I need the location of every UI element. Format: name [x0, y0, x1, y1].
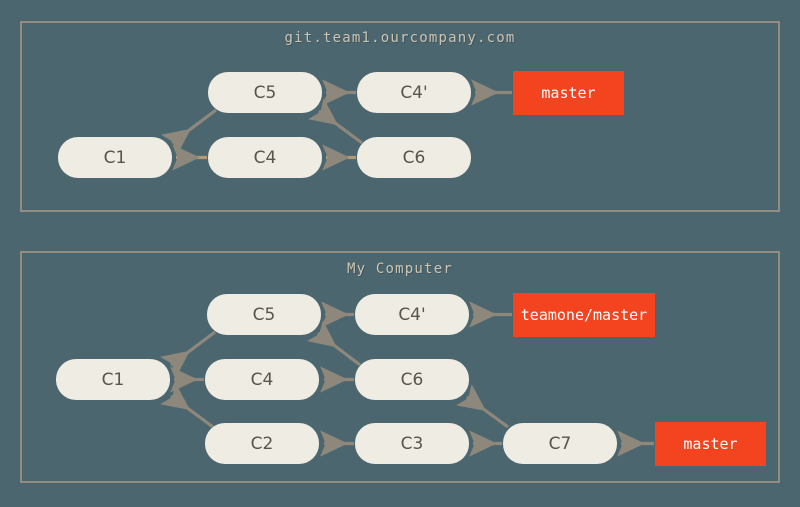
- local-panel: [20, 251, 780, 483]
- branch-label-master[interactable]: master: [513, 71, 624, 115]
- commit-node-c4[interactable]: C4: [208, 137, 322, 178]
- commit-node-c6[interactable]: C6: [355, 359, 469, 400]
- local-panel-title: My Computer: [347, 261, 453, 277]
- commit-node-c5[interactable]: C5: [207, 294, 321, 335]
- commit-node-c2[interactable]: C2: [205, 423, 319, 464]
- commit-node-c5[interactable]: C5: [208, 72, 322, 113]
- branch-label-teamone-master[interactable]: teamone/master: [513, 293, 655, 337]
- commit-node-c4-prime[interactable]: C4': [357, 72, 471, 113]
- commit-node-c1[interactable]: C1: [58, 137, 172, 178]
- remote-panel-title: git.team1.ourcompany.com: [284, 30, 516, 46]
- commit-node-c1[interactable]: C1: [56, 359, 170, 400]
- commit-node-c3[interactable]: C3: [355, 423, 469, 464]
- commit-node-c4[interactable]: C4: [205, 359, 319, 400]
- commit-node-c4-prime[interactable]: C4': [355, 294, 469, 335]
- remote-panel: [20, 21, 780, 212]
- branch-label-master[interactable]: master: [655, 422, 766, 466]
- commit-node-c6[interactable]: C6: [357, 137, 471, 178]
- commit-node-c7[interactable]: C7: [503, 423, 617, 464]
